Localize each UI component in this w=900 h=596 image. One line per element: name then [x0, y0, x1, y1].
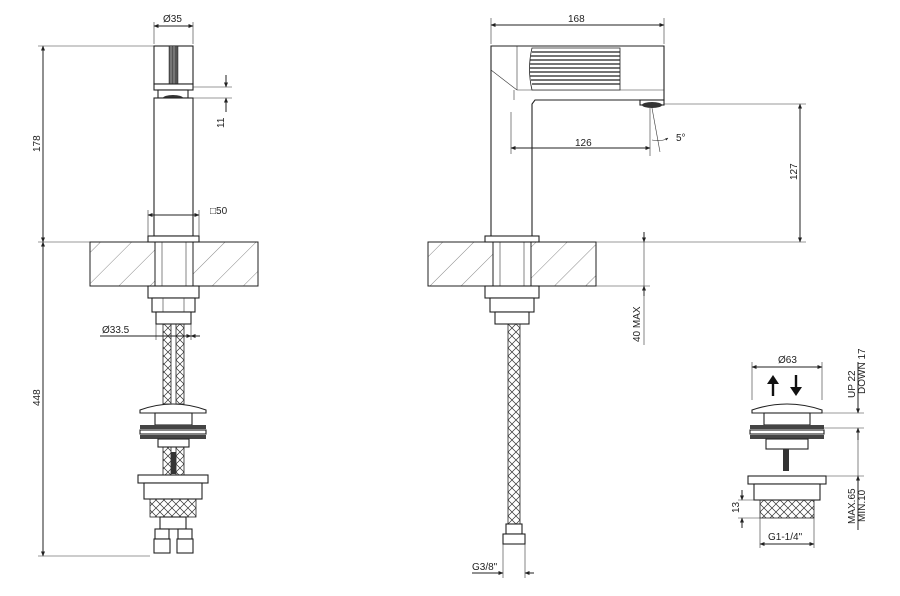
dim-square: □50: [210, 206, 228, 217]
dim-height-upper: 178: [32, 135, 43, 152]
dim-reach: 126: [575, 138, 592, 149]
dim-diameter-top: Ø35: [163, 14, 182, 25]
dim-diameter-shank: Ø33.5: [102, 325, 130, 336]
dim-spout-height: 127: [789, 163, 800, 180]
dim-min: MIN.10: [857, 489, 868, 522]
dim-connector: G3/8": [472, 562, 498, 573]
dim-max: MAX.65: [847, 488, 858, 524]
waste-detail: Ø63 UP 22 DOWN 17 MAX.65 MIN.10: [731, 348, 868, 548]
dim-thread: G1-1/4": [768, 532, 803, 543]
dim-angle: 5°: [676, 133, 686, 144]
dim-length: 168: [568, 14, 585, 25]
handle-grip: [529, 47, 621, 91]
dim-thread-height: 13: [731, 501, 742, 513]
dim-waste-diameter: Ø63: [778, 355, 797, 366]
dim-height-lower: 448: [32, 389, 43, 406]
down-arrow-icon: [790, 375, 802, 396]
dim-down: DOWN 17: [857, 348, 868, 394]
dim-deck-thickness: 40 MAX: [632, 306, 643, 342]
front-view: Ø35 178 448 11 □50 Ø33.5: [32, 14, 259, 557]
side-view: 168 126 5° 127 40 MAX G3/8": [427, 14, 806, 578]
dim-gap: 11: [216, 117, 227, 128]
dim-up: UP 22: [847, 370, 858, 398]
braided-hose: [507, 323, 521, 525]
up-arrow-icon: [767, 375, 779, 396]
